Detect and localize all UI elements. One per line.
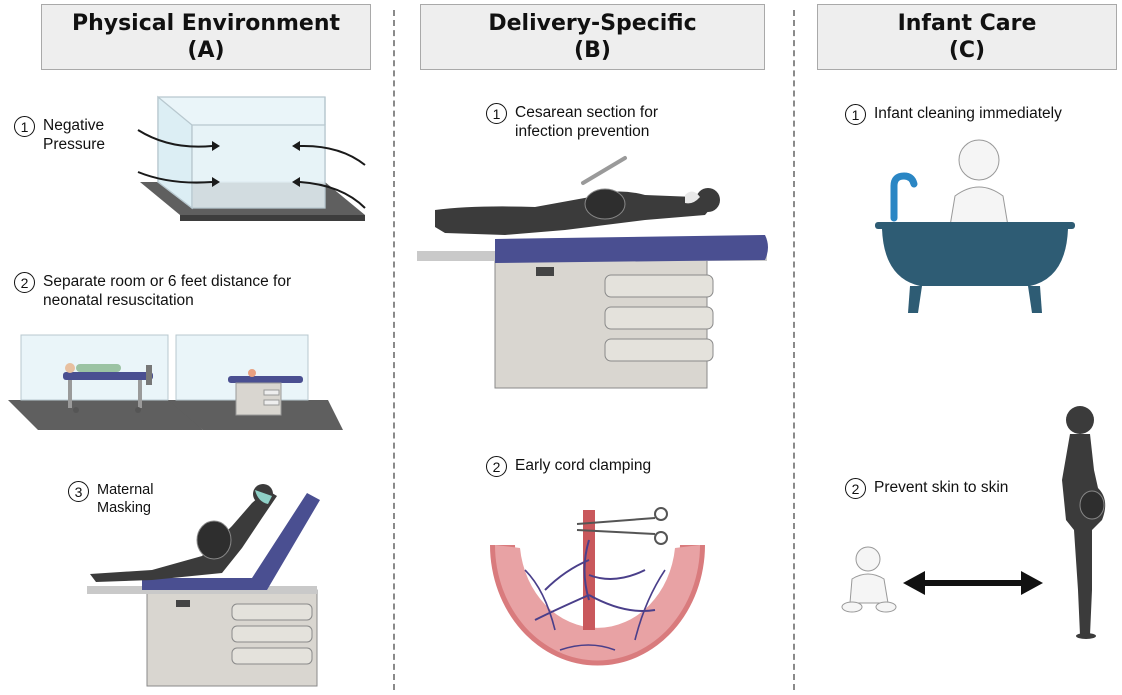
step-number: 1 (845, 104, 866, 125)
item-maternal-masking: 3 Maternal Masking (68, 481, 153, 517)
item-label: Early cord clamping (515, 457, 652, 474)
step-number: 2 (486, 456, 507, 477)
pregnant-mother-illustration (1062, 406, 1106, 639)
header-letter: (A) (187, 38, 225, 63)
item-label: Prevent skin to skin (874, 479, 1009, 496)
header-infant-care: Infant Care (C) (817, 4, 1117, 70)
column-divider (393, 10, 395, 690)
header-title: Physical Environment (71, 11, 341, 36)
item-prevent-skin-to-skin: 2 Prevent skin to skin (845, 478, 1008, 499)
column-divider (793, 10, 795, 690)
separate-rooms-illustration (8, 334, 343, 430)
item-separate-room: 2 Separate room or 6 feet distance for n… (14, 272, 291, 310)
item-infant-cleaning: 1 Infant cleaning immediately (845, 104, 1062, 125)
step-number: 2 (845, 478, 866, 499)
header-letter: (B) (574, 38, 611, 63)
item-label: Maternal Masking (97, 482, 154, 516)
item-cesarean-section: 1 Cesarean section for infection prevent… (486, 103, 658, 141)
header-physical-environment: Physical Environment (A) (41, 4, 371, 70)
item-label: Negative Pressure (43, 117, 106, 153)
item-negative-pressure: 1 Negative Pressure (14, 116, 105, 154)
cord-clamping-illustration (490, 507, 705, 666)
step-number: 1 (14, 116, 35, 137)
item-early-cord-clamping: 2 Early cord clamping (486, 456, 651, 477)
double-arrow-icon (903, 571, 1043, 595)
header-title: Delivery-Specific (488, 11, 697, 36)
step-number: 1 (486, 103, 507, 124)
header-title: Infant Care (897, 11, 1037, 36)
step-number: 3 (68, 481, 89, 502)
item-label: Cesarean section for infection preventio… (515, 104, 659, 140)
item-label: Separate room or 6 feet distance for neo… (43, 273, 292, 309)
negative-pressure-box-illustration (137, 95, 366, 221)
header-letter: (C) (948, 38, 986, 63)
step-number: 2 (14, 272, 35, 293)
cesarean-section-illustration (417, 156, 768, 389)
seated-infant-illustration (841, 546, 897, 613)
item-label: Infant cleaning immediately (874, 105, 1062, 122)
maternal-masking-illustration (87, 484, 320, 687)
header-delivery-specific: Delivery-Specific (B) (420, 4, 765, 70)
infant-bath-illustration (875, 139, 1075, 313)
